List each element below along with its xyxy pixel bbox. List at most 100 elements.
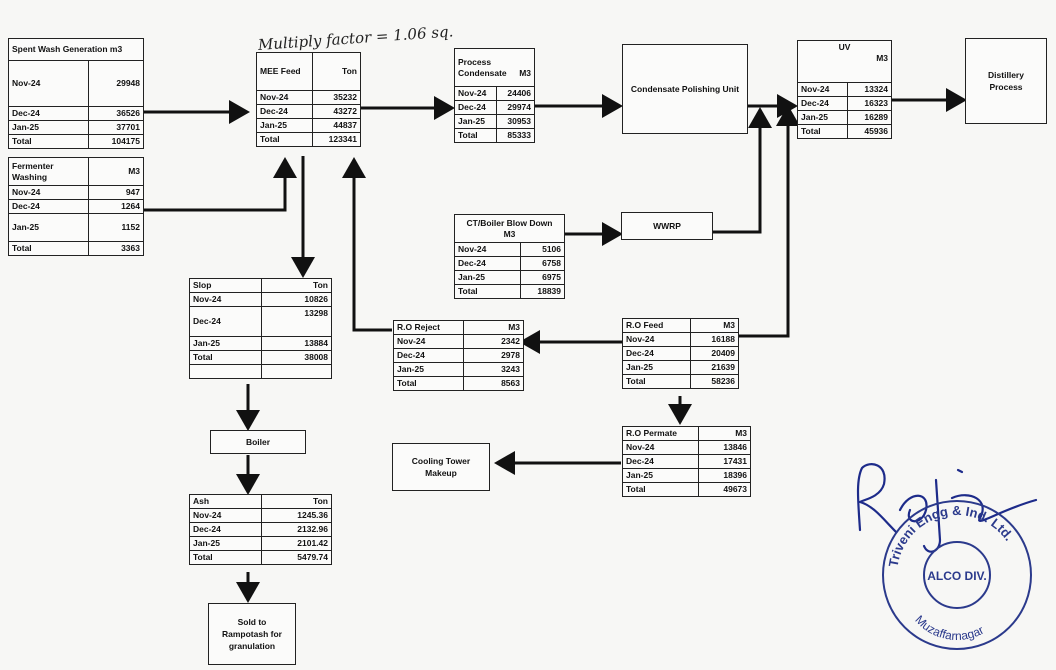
table-unit: M3: [503, 228, 516, 239]
table-cell: 3243: [463, 362, 524, 377]
table-cell: 16289: [847, 110, 892, 125]
table-cell: 947: [88, 185, 144, 200]
table-cell: Jan-25: [797, 110, 848, 125]
ct-title-cell: CT/Boiler Blow Down M3: [453, 214, 566, 243]
table-cell: Dec-24: [8, 199, 89, 214]
table-cell: 5106: [519, 242, 566, 257]
table-cell: 8563: [463, 376, 524, 391]
svg-text:Muzaffarnagar: Muzaffarnagar: [912, 612, 986, 643]
table-title: UV: [838, 42, 851, 52]
table-cell: Dec-24: [393, 348, 464, 363]
table-cell: 16323: [847, 96, 892, 111]
table-unit: M3: [690, 318, 739, 333]
table-unit: M3: [463, 320, 524, 335]
table-cell: Jan-25: [622, 360, 691, 375]
handwritten-note: Multiply factor = 1.06 sq.: [257, 22, 454, 54]
table-cell: Jan-25: [8, 120, 89, 135]
table-cell: 1264: [88, 199, 144, 214]
table-cell: Dec-24: [797, 96, 848, 111]
table-cell: 17431: [698, 454, 751, 469]
table-cell: Nov-24: [622, 332, 691, 347]
table-cell: 36526: [88, 106, 144, 121]
table-title: Slop: [189, 278, 262, 293]
table-cell: Nov-24: [189, 292, 262, 307]
table-cell: Jan-25: [189, 336, 262, 351]
table-cell: 38008: [261, 350, 332, 365]
table-cell: Nov-24: [622, 440, 699, 455]
boiler-box: Boiler: [210, 430, 306, 454]
uv-title-cell: UV M3: [797, 40, 892, 83]
table-cell: Nov-24: [454, 86, 497, 101]
table-cell: 13324: [847, 82, 892, 97]
table-cell: Jan-25: [256, 118, 313, 133]
table-title: R.O Reject: [393, 320, 464, 335]
table-cell: Total: [454, 128, 497, 143]
table-cell: Jan-25: [8, 213, 89, 242]
fermenter-title: Fermenter Washing: [8, 157, 89, 186]
sold-to-rampotash-box: Sold to Rampotash for granulation: [208, 603, 296, 665]
table-cell: 2101.42: [261, 536, 332, 551]
table-cell: 1245.36: [261, 508, 332, 523]
table-cell: 123341: [312, 132, 361, 147]
table-cell: Dec-24: [189, 522, 262, 537]
table-cell: 104175: [88, 134, 144, 149]
table-cell: Total: [256, 132, 313, 147]
condensate-polishing-unit-box: Condensate Polishing Unit: [622, 44, 748, 134]
table-cell: Jan-25: [622, 468, 699, 483]
table-cell: 30953: [496, 114, 535, 129]
table-cell: Nov-24: [8, 185, 89, 200]
table-cell: Total: [622, 374, 691, 389]
table-cell: 3363: [88, 241, 144, 256]
wwrp-box: WWRP: [621, 212, 713, 240]
stamp-bottom-text: Muzaffarnagar: [912, 612, 986, 643]
table-cell: Nov-24: [454, 242, 521, 257]
table-cell: 18839: [519, 284, 566, 299]
table-cell: Nov-24: [797, 82, 848, 97]
table-cell: Dec-24: [454, 256, 521, 271]
table-cell: Nov-24: [256, 90, 313, 105]
table-cell: Jan-25: [454, 114, 497, 129]
table-cell: 2342: [463, 334, 524, 349]
table-cell: Jan-25: [454, 270, 521, 285]
table-cell: 13298: [261, 306, 332, 337]
table-cell: 16188: [690, 332, 739, 347]
table-cell: Jan-25: [189, 536, 262, 551]
stamp-inner-text: ALCO DIV.: [927, 569, 987, 583]
table-unit: M3: [88, 157, 144, 186]
table-cell: 24406: [496, 86, 535, 101]
table-cell: 6758: [519, 256, 566, 271]
table-cell: Nov-24: [393, 334, 464, 349]
table-cell: 29974: [496, 100, 535, 115]
table-cell: [189, 364, 262, 379]
table-cell: Total: [393, 376, 464, 391]
table-cell: Total: [454, 284, 521, 299]
table-cell: Jan-25: [393, 362, 464, 377]
table-cell: 13884: [261, 336, 332, 351]
table-unit: Ton: [261, 278, 332, 293]
table-cell: 35232: [312, 90, 361, 105]
table-cell: Total: [189, 550, 262, 565]
table-cell: 58236: [690, 374, 739, 389]
table-cell: 13846: [698, 440, 751, 455]
table-cell: 49673: [698, 482, 751, 497]
table-cell: 29948: [88, 60, 144, 107]
mee-title: MEE Feed: [256, 52, 313, 91]
table-cell: 45936: [847, 124, 892, 139]
spent-wash-title: Spent Wash Generation m3: [8, 38, 144, 61]
process-condensate-title: Process Condensate M3: [454, 48, 535, 87]
table-cell: 85333: [496, 128, 535, 143]
table-cell: Total: [797, 124, 848, 139]
table-cell: 18396: [698, 468, 751, 483]
table-cell: 2132.96: [261, 522, 332, 537]
distillery-process-box: Distillery Process: [965, 38, 1047, 124]
table-cell: 21639: [690, 360, 739, 375]
table-unit: M3: [519, 67, 531, 78]
table-title: R.O Feed: [622, 318, 691, 333]
